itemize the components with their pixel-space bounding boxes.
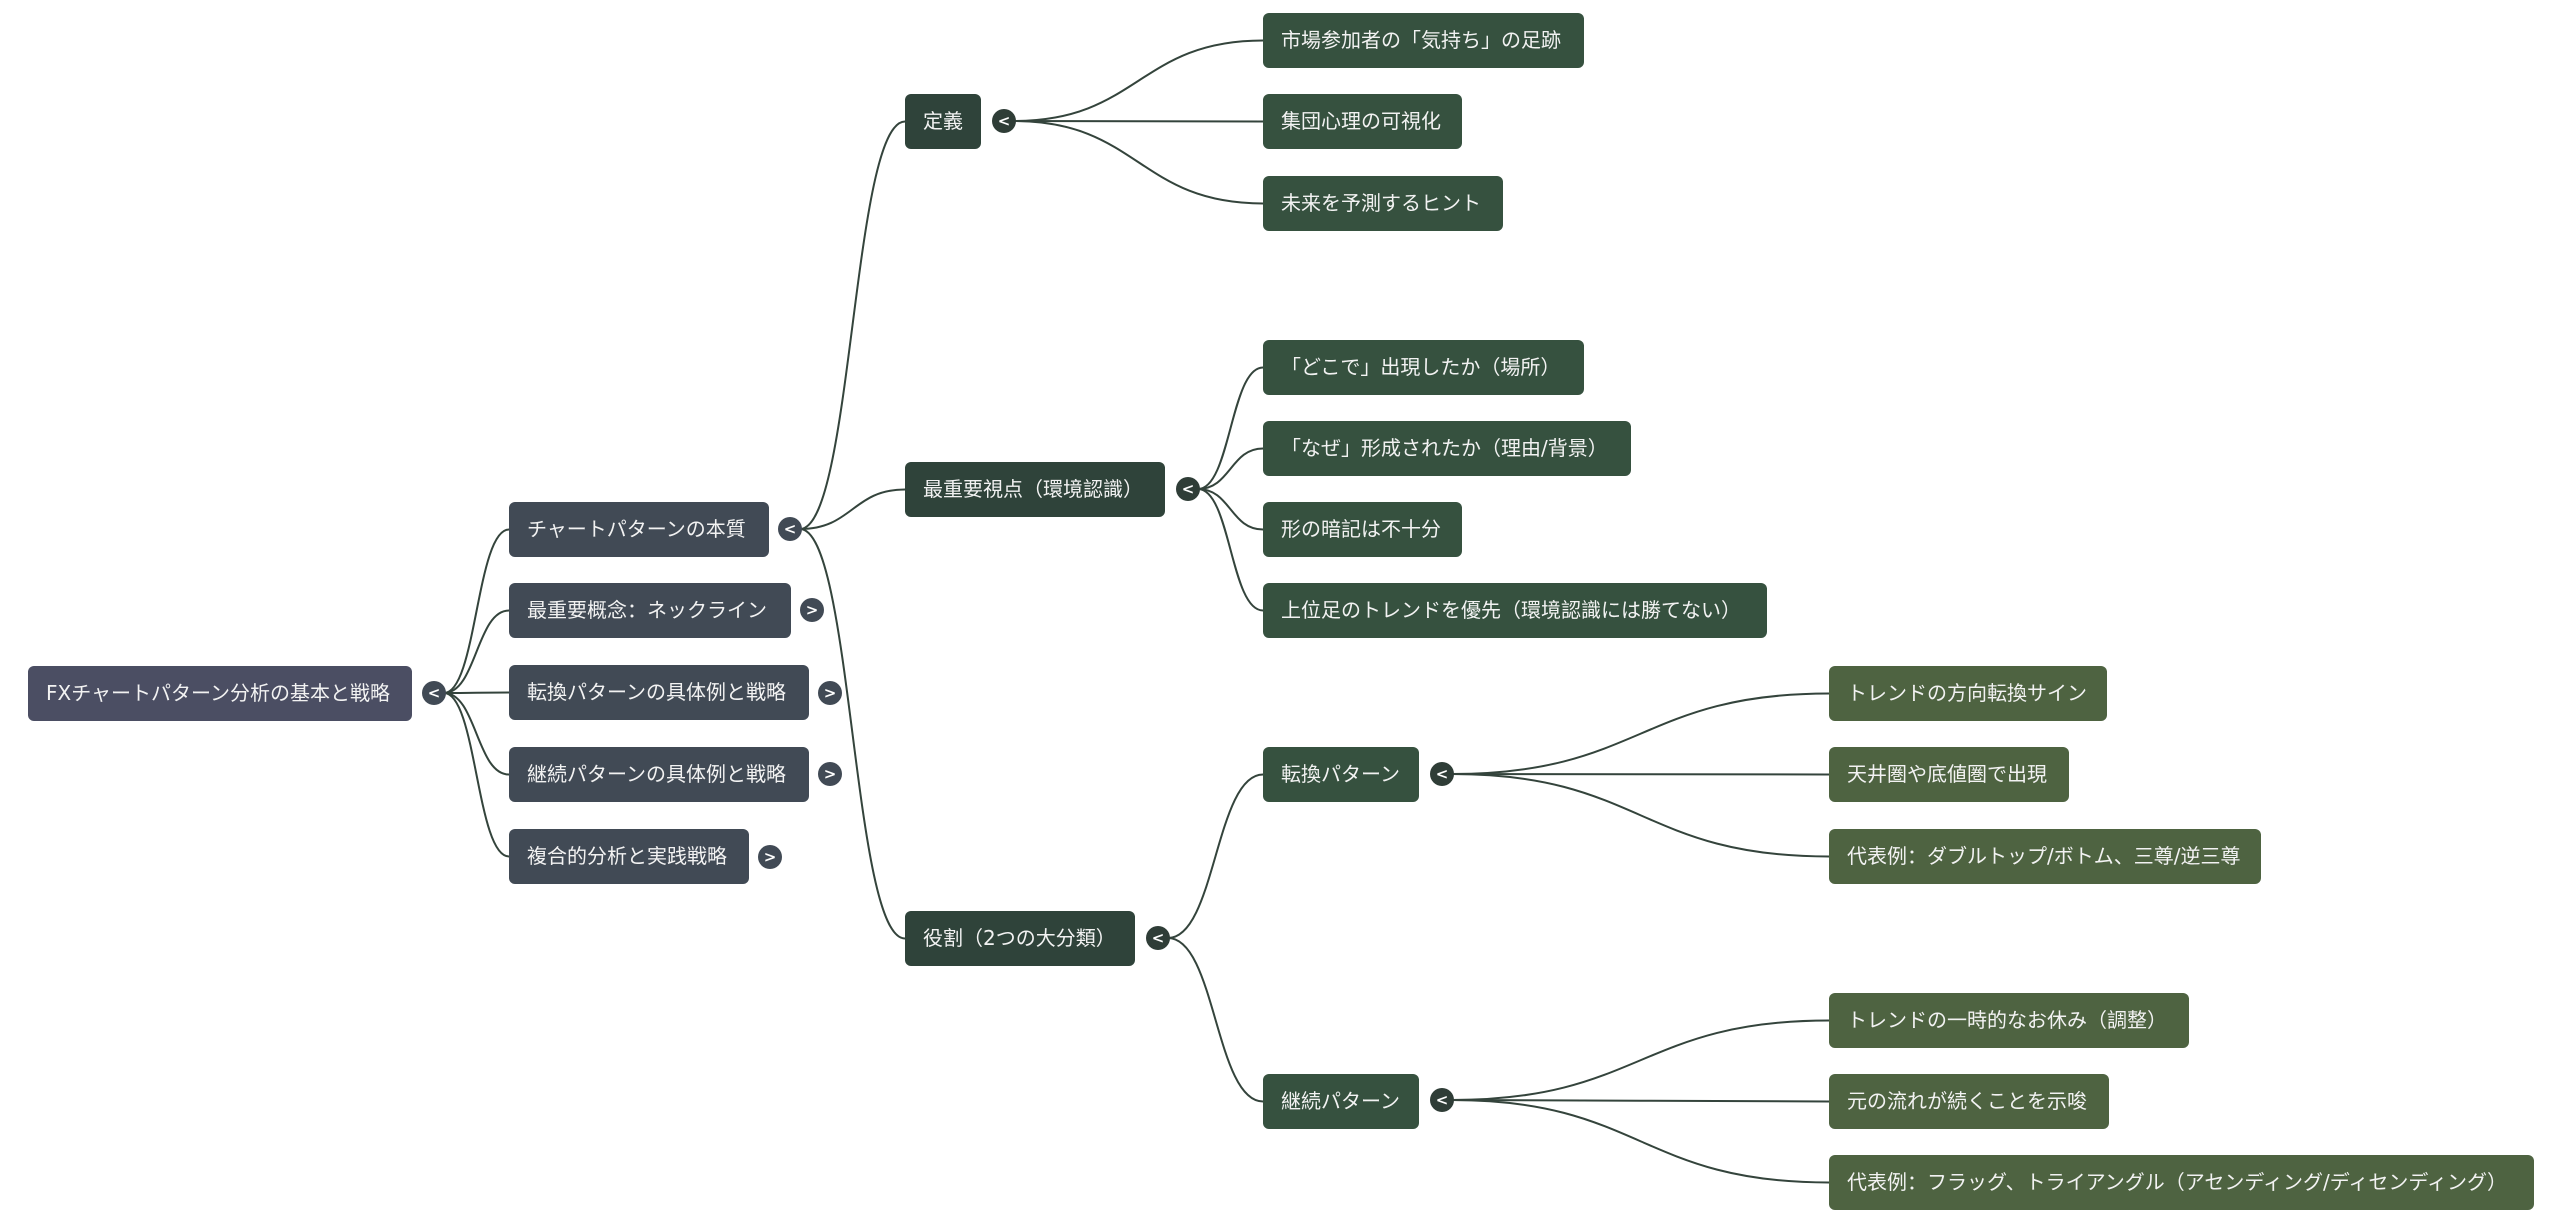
connector-line [443, 609, 510, 694]
leaf-node[interactable]: 市場参加者の「気持ち」の足跡 [1263, 13, 1584, 68]
branch-chart-pattern-essence[interactable]: チャートパターンの本質 [509, 502, 769, 557]
branch-combined-analysis[interactable]: 複合的分析と実践戦略 [509, 829, 749, 884]
connector-line [1013, 120, 1264, 123]
connector-line [1451, 692, 1830, 775]
connector-line [443, 691, 510, 694]
root-node[interactable]: FXチャートパターン分析の基本と戦略 [28, 666, 412, 721]
connector-line [1451, 1099, 1830, 1103]
collapse-chevron-icon[interactable]: < [992, 109, 1016, 133]
connector-line [1451, 773, 1830, 776]
connector-line [1451, 773, 1830, 858]
branch-neckline[interactable]: 最重要概念：ネックライン [509, 583, 791, 638]
branch-continuation-examples[interactable]: 継続パターンの具体例と戦略 [509, 747, 809, 802]
connector-line [799, 488, 906, 530]
leaf-node[interactable]: 代表例：ダブルトップ/ボトム、三尊/逆三尊 [1829, 829, 2261, 884]
collapse-chevron-icon[interactable]: < [1146, 926, 1170, 950]
expand-chevron-icon[interactable]: > [818, 681, 842, 705]
leaf-node[interactable]: 代表例：フラッグ、トライアングル（アセンディング/ディセンディング） [1829, 1155, 2534, 1210]
connector-line [1451, 1019, 1830, 1101]
node-roles[interactable]: 役割（2つの大分類） [905, 911, 1135, 966]
leaf-node[interactable]: トレンドの一時的なお休み（調整） [1829, 993, 2189, 1048]
expand-chevron-icon[interactable]: > [758, 845, 782, 869]
connector-line [1013, 39, 1264, 122]
node-continuation-pattern[interactable]: 継続パターン [1263, 1074, 1419, 1129]
connector-line [1197, 488, 1264, 612]
node-key-viewpoint[interactable]: 最重要視点（環境認識） [905, 462, 1165, 517]
connector-line [443, 528, 510, 694]
leaf-node[interactable]: 「どこで」出現したか（場所） [1263, 340, 1584, 395]
connector-line [1451, 1099, 1830, 1184]
leaf-node[interactable]: トレンドの方向転換サイン [1829, 666, 2107, 721]
expand-chevron-icon[interactable]: > [818, 762, 842, 786]
connector-line [443, 692, 510, 858]
collapse-chevron-icon[interactable]: < [1176, 477, 1200, 501]
branch-reversal-examples[interactable]: 転換パターンの具体例と戦略 [509, 665, 809, 720]
connector-line [1167, 773, 1264, 939]
expand-chevron-icon[interactable]: > [800, 598, 824, 622]
node-definition[interactable]: 定義 [905, 94, 981, 149]
connector-line [799, 528, 906, 940]
connector-line [443, 692, 510, 776]
leaf-node[interactable]: 上位足のトレンドを優先（環境認識には勝てない） [1263, 583, 1767, 638]
leaf-node[interactable]: 天井圏や底値圏で出現 [1829, 747, 2069, 802]
connector-line [1197, 366, 1264, 490]
connector-line [1197, 488, 1264, 531]
leaf-node[interactable]: 未来を予測するヒント [1263, 176, 1503, 231]
connector-line [1197, 447, 1264, 490]
collapse-chevron-icon[interactable]: < [778, 517, 802, 541]
collapse-chevron-icon[interactable]: < [422, 681, 446, 705]
leaf-node[interactable]: 「なぜ」形成されたか（理由/背景） [1263, 421, 1631, 476]
collapse-chevron-icon[interactable]: < [1430, 1088, 1454, 1112]
connector-line [1013, 120, 1264, 205]
connector-line [799, 120, 906, 530]
leaf-node[interactable]: 形の暗記は不十分 [1263, 502, 1462, 557]
node-reversal-pattern[interactable]: 転換パターン [1263, 747, 1419, 802]
connector-line [1167, 937, 1264, 1103]
leaf-node[interactable]: 元の流れが続くことを示唆 [1829, 1074, 2109, 1129]
collapse-chevron-icon[interactable]: < [1430, 762, 1454, 786]
leaf-node[interactable]: 集団心理の可視化 [1263, 94, 1462, 149]
